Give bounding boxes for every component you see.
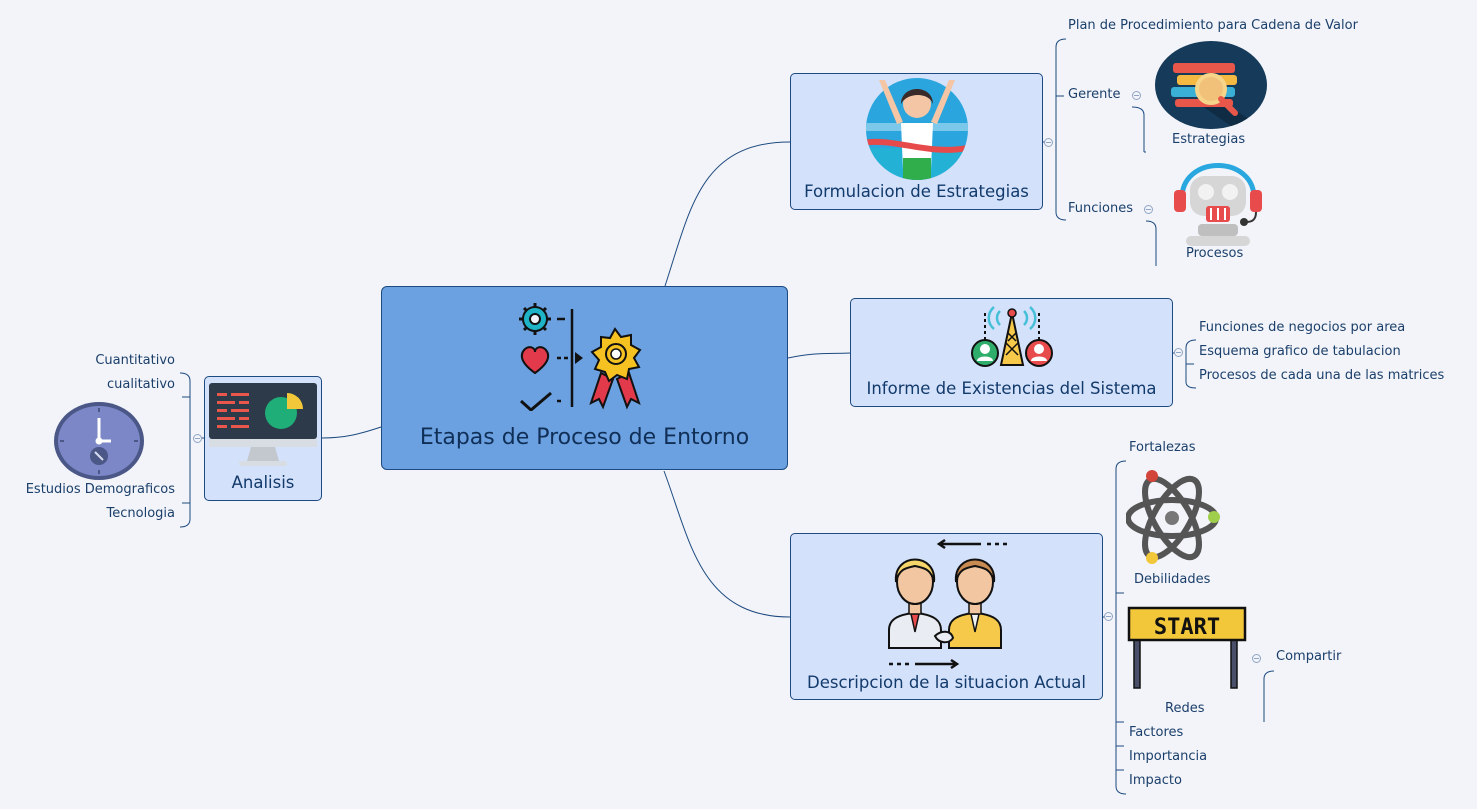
leaf-procesos[interactable]: Procesos (1186, 246, 1244, 261)
start-sign-text: START (1154, 615, 1220, 640)
collapse-gerente-button[interactable] (1132, 91, 1141, 100)
leaf-gerente[interactable]: Gerente (1068, 87, 1121, 102)
leaf-funciones-negocios[interactable]: Funciones de negocios por area (1199, 320, 1406, 335)
robot-headset-icon (1174, 163, 1262, 246)
leaf-importancia[interactable]: Importancia (1129, 749, 1208, 764)
award-process-icon (519, 303, 642, 411)
winner-person-icon (866, 78, 968, 180)
leaf-cuantitativo[interactable]: Cuantitativo (95, 353, 175, 368)
leaf-procesos-matrices[interactable]: Procesos de cada una de las matrices (1199, 368, 1445, 383)
central-topic-label: Etapas de Proceso de Entorno (419, 425, 750, 450)
leaf-redes[interactable]: Redes (1165, 701, 1205, 716)
collapse-descripcion-button[interactable] (1104, 612, 1113, 621)
branch-formulacion-label: Formulacion de Estrategias (804, 182, 1029, 201)
branch-analisis-label: Analisis (231, 473, 295, 492)
leaf-esquema-grafico[interactable]: Esquema grafico de tabulacion (1199, 344, 1401, 359)
leaf-factores[interactable]: Factores (1129, 725, 1184, 740)
leaf-compartir[interactable]: Compartir (1276, 649, 1342, 664)
books-magnifier-icon (1155, 41, 1267, 129)
branch-formulacion[interactable]: Formulacion de Estrategias (790, 73, 1043, 210)
leaf-fortalezas[interactable]: Fortalezas (1129, 440, 1196, 455)
leaf-tecnologia[interactable]: Tecnologia (106, 506, 175, 521)
atom-icon (1126, 470, 1220, 564)
collapse-redes-button[interactable] (1252, 654, 1261, 663)
branch-informe-label: Informe de Existencias del Sistema (866, 379, 1157, 398)
collapse-informe-button[interactable] (1174, 348, 1183, 357)
clock-icon (54, 402, 144, 480)
leaf-cualitativo[interactable]: cualitativo (107, 377, 175, 392)
branch-analisis[interactable]: Analisis (204, 376, 322, 501)
team-handshake-icon (888, 538, 1007, 670)
collapse-formulacion-button[interactable] (1044, 138, 1053, 147)
leaf-debilidades[interactable]: Debilidades (1134, 572, 1211, 587)
leaf-funciones[interactable]: Funciones (1068, 201, 1133, 216)
branch-informe[interactable]: Informe de Existencias del Sistema (850, 298, 1173, 407)
central-topic[interactable]: Etapas de Proceso de Entorno (381, 286, 788, 470)
branch-descripcion[interactable]: Descripcion de la situacion Actual (790, 533, 1103, 700)
network-tower-icon (971, 306, 1053, 367)
start-sign-icon: START (1127, 606, 1247, 689)
leaf-impacto[interactable]: Impacto (1129, 773, 1182, 788)
leaf-estudios-demograficos[interactable]: Estudios Demograficos (25, 482, 175, 497)
collapse-analisis-button[interactable] (193, 434, 202, 443)
leaf-plan-procedimiento[interactable]: Plan de Procedimiento para Cadena de Val… (1068, 18, 1358, 33)
leaf-estrategias[interactable]: Estrategias (1172, 132, 1246, 147)
collapse-funciones-button[interactable] (1144, 205, 1153, 214)
branch-descripcion-label: Descripcion de la situacion Actual (807, 673, 1086, 692)
dashboard-monitor-icon (209, 383, 317, 466)
